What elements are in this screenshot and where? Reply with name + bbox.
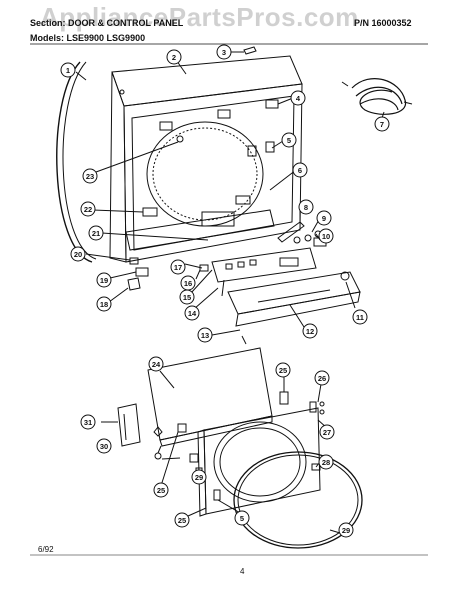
callout-16: 16 <box>180 275 196 291</box>
callout-29: 29 <box>338 522 354 538</box>
svg-text:4: 4 <box>296 94 301 103</box>
svg-text:11: 11 <box>356 313 364 322</box>
models-line: Models: LSE9900 LSG9900 <box>30 33 145 43</box>
revision-date: 6/92 <box>38 545 54 554</box>
svg-text:13: 13 <box>201 331 209 340</box>
callout-17: 17 <box>170 259 186 275</box>
callout-15: 15 <box>179 289 195 305</box>
callout-29-extra-0: 29 <box>191 469 207 485</box>
svg-text:24: 24 <box>152 360 161 369</box>
callout-23: 23 <box>82 168 98 184</box>
callout-25-extra-1: 25 <box>174 512 190 528</box>
svg-text:25: 25 <box>279 366 287 375</box>
callout-18: 18 <box>96 296 112 312</box>
svg-text:12: 12 <box>306 327 314 336</box>
svg-text:5: 5 <box>240 514 244 523</box>
callout-3: 3 <box>216 44 232 60</box>
svg-text:30: 30 <box>100 442 108 451</box>
callout-5: 5 <box>281 132 297 148</box>
svg-text:10: 10 <box>322 232 330 241</box>
console-part-12 <box>227 271 361 315</box>
callout-1: 1 <box>60 62 76 78</box>
callout-2: 2 <box>166 49 182 65</box>
models-prefix: Models: <box>30 33 65 43</box>
callout-6: 6 <box>292 162 308 178</box>
svg-text:29: 29 <box>195 473 203 482</box>
callout-numbers: 1234567891011121314151617181920212223242… <box>60 44 390 538</box>
svg-text:8: 8 <box>304 203 308 212</box>
clip-part-4 <box>265 99 279 109</box>
callout-4: 4 <box>290 90 306 106</box>
callout-8: 8 <box>298 199 314 215</box>
page-number: 4 <box>240 567 245 576</box>
svg-text:9: 9 <box>322 214 326 223</box>
svg-text:31: 31 <box>84 418 92 427</box>
section-prefix: Section: <box>30 18 66 28</box>
callout-20: 20 <box>70 246 86 262</box>
svg-text:3: 3 <box>222 48 226 57</box>
callout-27: 27 <box>319 424 335 440</box>
svg-text:6: 6 <box>298 166 302 175</box>
svg-text:7: 7 <box>380 120 384 129</box>
callout-10: 10 <box>318 228 334 244</box>
pad-part-22 <box>142 207 158 217</box>
svg-text:27: 27 <box>323 428 331 437</box>
callout-14: 14 <box>184 305 200 321</box>
section-title: Section: DOOR & CONTROL PANEL <box>30 18 183 28</box>
svg-text:28: 28 <box>322 458 330 467</box>
part-number: P/N 16000352 <box>354 18 412 28</box>
callout-7: 7 <box>374 116 390 132</box>
callout-21: 21 <box>88 225 104 241</box>
callout-31: 31 <box>80 414 96 430</box>
callout-30: 30 <box>96 438 112 454</box>
callout-12: 12 <box>302 323 318 339</box>
svg-text:14: 14 <box>188 309 197 318</box>
svg-text:21: 21 <box>92 229 100 238</box>
svg-text:25: 25 <box>157 486 165 495</box>
gasket-part-29 <box>233 451 363 549</box>
models-list: LSE9900 LSG9900 <box>66 33 146 43</box>
callout-25: 25 <box>275 362 291 378</box>
svg-text:5: 5 <box>287 136 291 145</box>
callout-11: 11 <box>352 309 368 325</box>
callout-25-extra-3: 25 <box>153 482 169 498</box>
callout-24: 24 <box>148 356 164 372</box>
svg-text:17: 17 <box>174 263 182 272</box>
svg-text:2: 2 <box>172 53 176 62</box>
callout-19: 19 <box>96 272 112 288</box>
svg-text:20: 20 <box>74 250 82 259</box>
svg-text:25: 25 <box>178 516 186 525</box>
svg-text:22: 22 <box>84 205 92 214</box>
svg-text:15: 15 <box>183 293 191 302</box>
svg-text:26: 26 <box>318 374 326 383</box>
callout-28: 28 <box>318 454 334 470</box>
svg-text:23: 23 <box>86 172 94 181</box>
callout-22: 22 <box>80 201 96 217</box>
svg-text:1: 1 <box>66 66 70 75</box>
svg-text:29: 29 <box>342 526 350 535</box>
callout-26: 26 <box>314 370 330 386</box>
watermark: AppliancePartsPros.com <box>40 2 359 32</box>
svg-text:19: 19 <box>100 276 108 285</box>
callout-9: 9 <box>316 210 332 226</box>
svg-text:16: 16 <box>184 279 192 288</box>
svg-text:18: 18 <box>100 300 108 309</box>
callout-5-extra-2: 5 <box>234 510 250 526</box>
section-name: DOOR & CONTROL PANEL <box>68 18 184 28</box>
callout-13: 13 <box>197 327 213 343</box>
